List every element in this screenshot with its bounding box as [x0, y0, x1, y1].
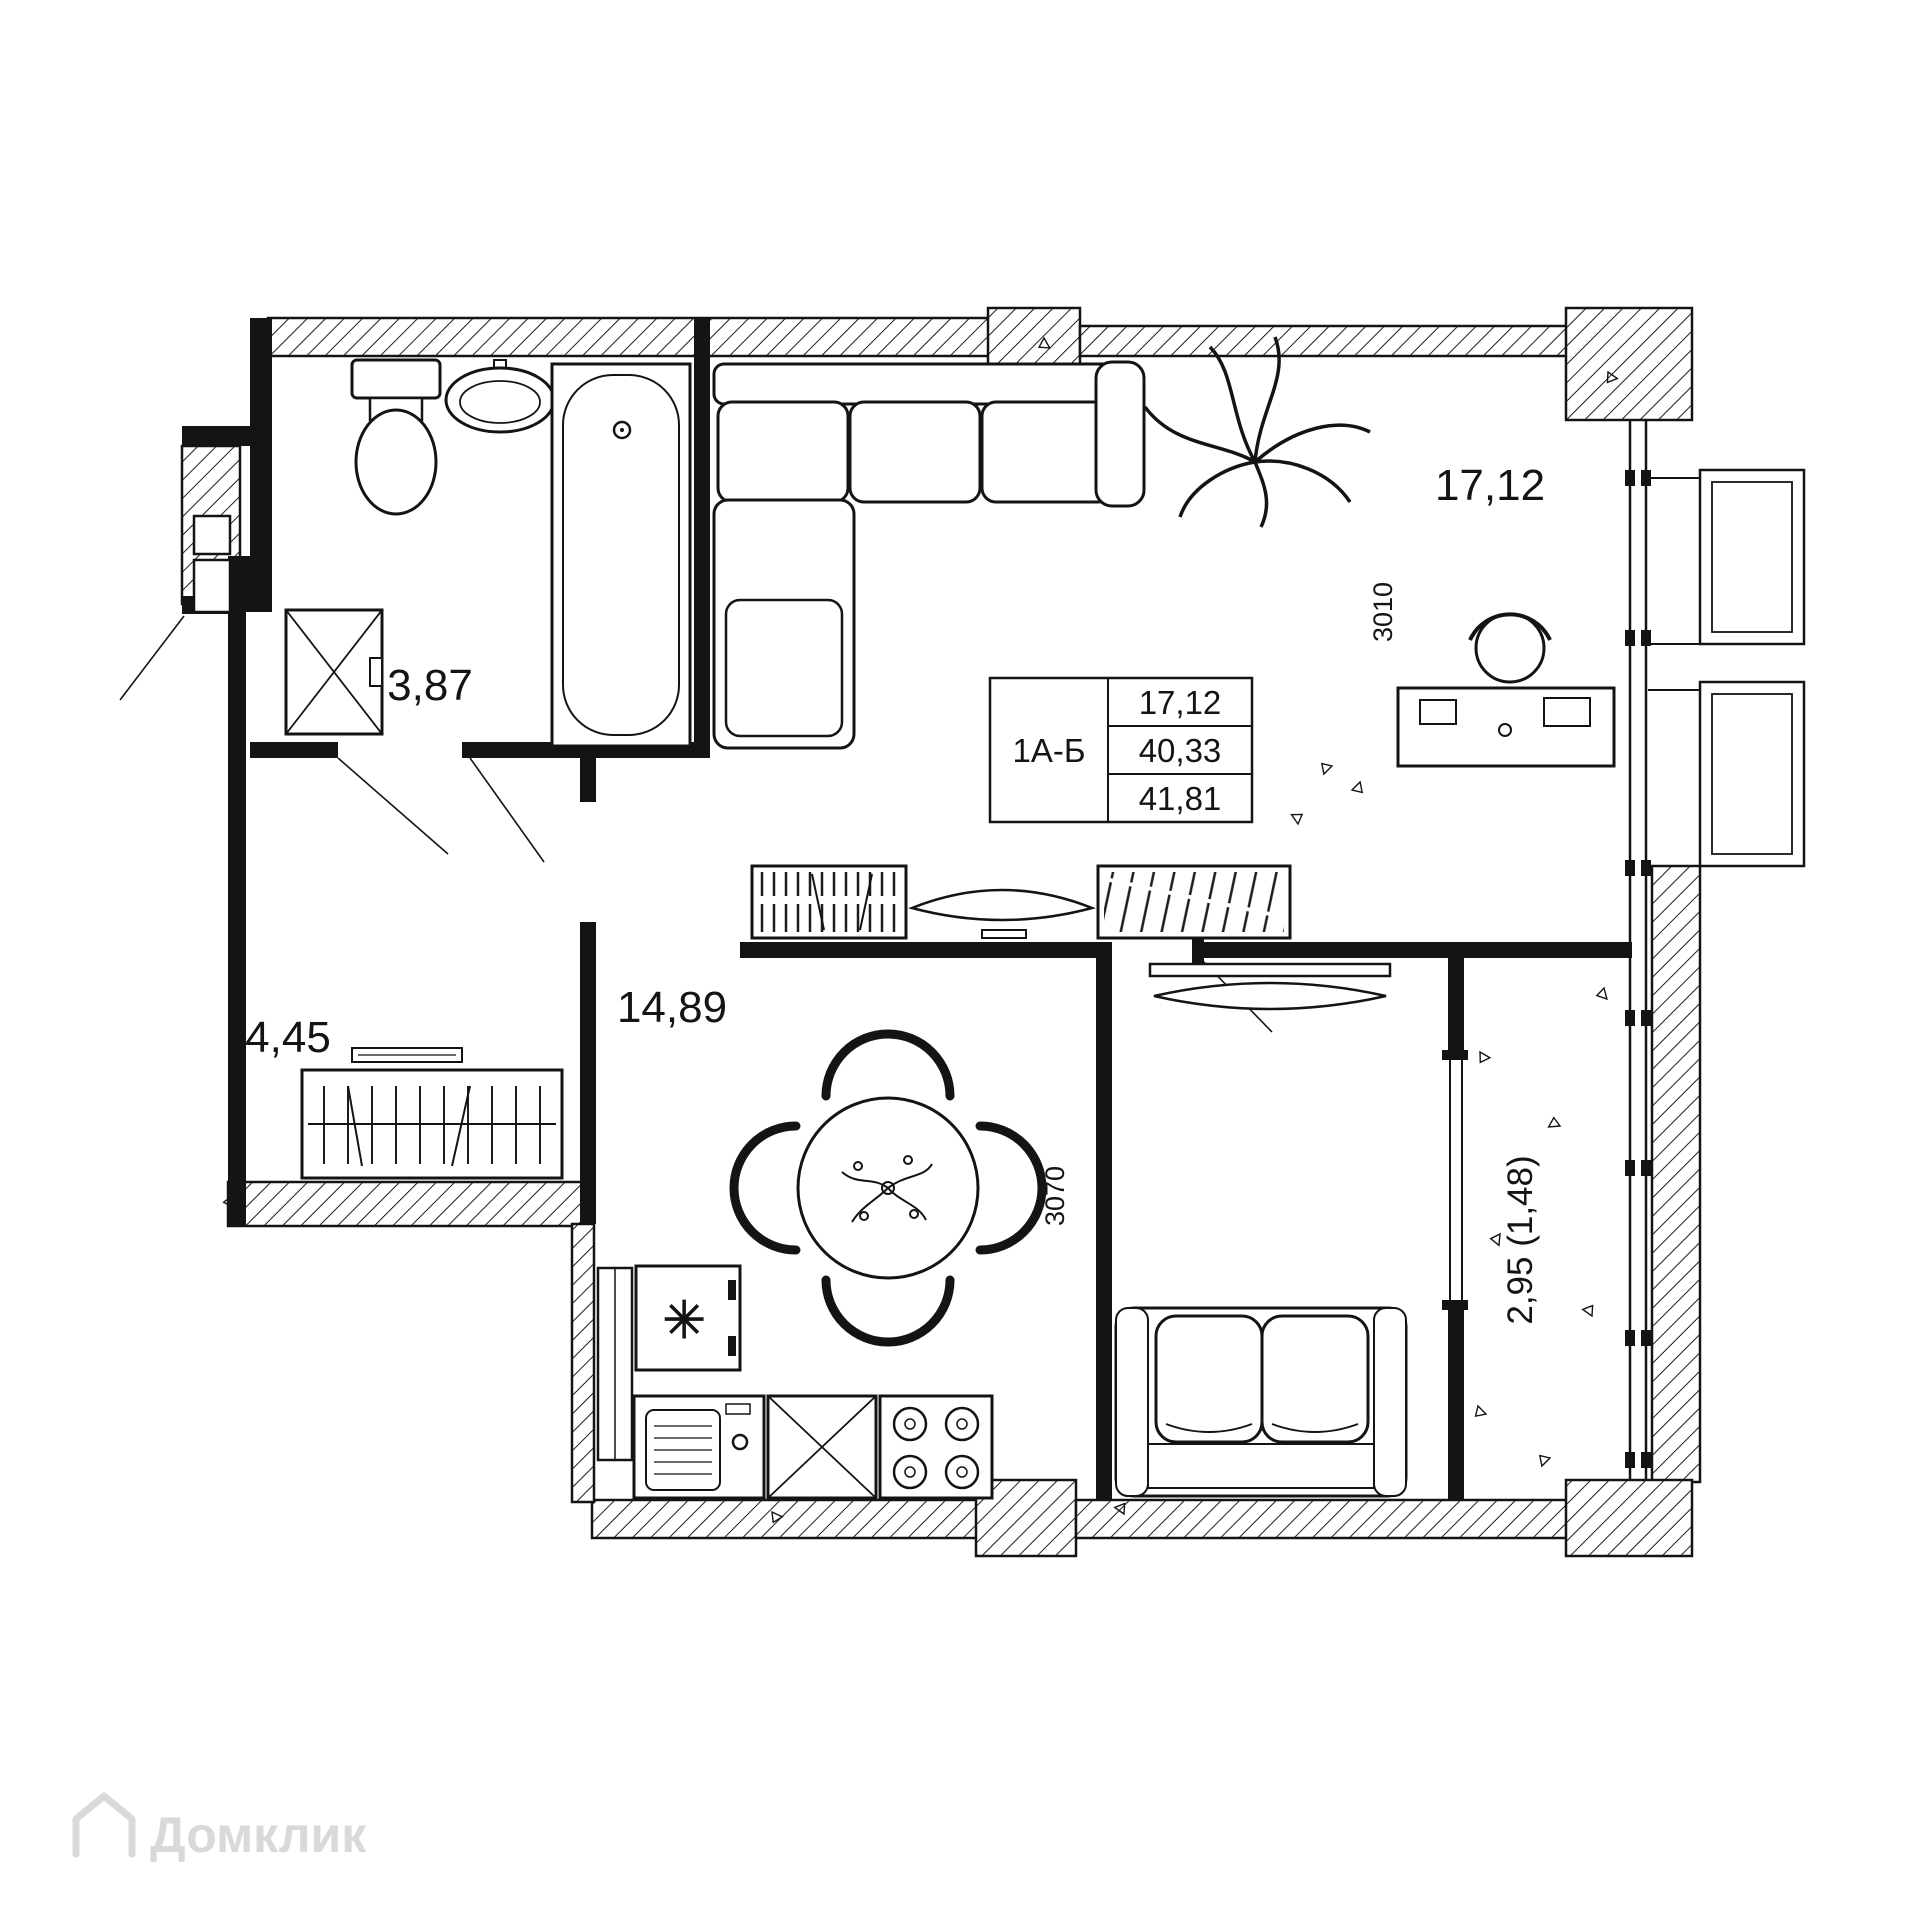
hall-door-swing	[469, 757, 545, 863]
kitchen-counter-unit	[766, 1394, 878, 1500]
toilet	[350, 358, 442, 516]
bookshelf	[750, 864, 908, 940]
brand-house-icon	[72, 1792, 136, 1858]
watermark: Домклик	[72, 1792, 367, 1863]
texture-speckles	[222, 336, 1619, 1524]
slatted-unit	[1096, 864, 1292, 940]
nook	[1114, 962, 1408, 1498]
living-room	[712, 336, 1616, 940]
unit-info-table: 1А-Б 17,12 40,33 41,81	[988, 676, 1254, 824]
nook-window	[1442, 1050, 1468, 1310]
wall-hall-right-b	[580, 922, 596, 1224]
wall-hall-right-a	[580, 742, 596, 802]
room-labels: 17,12 3,87 4,45 14,89 2,95 (1,48) 3010 3…	[245, 461, 1545, 1325]
brand-name: Домклик	[150, 1807, 367, 1863]
dim-living-width: 3010	[1368, 582, 1398, 642]
plant	[1143, 336, 1371, 528]
label-living-area: 17,12	[1435, 461, 1545, 510]
fridge: ✳	[634, 1264, 742, 1372]
kitchen-sink-unit	[632, 1394, 766, 1500]
desk-chair	[1468, 612, 1552, 684]
wall-top-right	[1078, 324, 1572, 358]
interior-walls	[182, 318, 1632, 1500]
hallway	[300, 1047, 564, 1180]
door-jamb	[1192, 936, 1204, 964]
tv-console	[908, 888, 1096, 939]
wall-bath-bottom-a	[250, 742, 338, 758]
label-balcony-area: 2,95 (1,48)	[1501, 1155, 1540, 1324]
area-row-total: 41,81	[1139, 780, 1222, 817]
area-row-living: 17,12	[1139, 684, 1222, 721]
wall-right-lower	[1650, 864, 1702, 1484]
unit-label: 1А-Б	[1012, 732, 1085, 769]
wall-corner-top-right	[1564, 306, 1694, 422]
tall-cabinet	[596, 1266, 634, 1462]
nook-tv	[1148, 962, 1392, 1011]
bathroom-door-swing	[337, 757, 449, 855]
wall-niche-top	[182, 426, 270, 446]
wardrobe	[300, 1068, 564, 1180]
fridge-symbol: ✳	[662, 1291, 706, 1351]
wall-top-left	[266, 316, 994, 358]
open-window-casements	[1698, 468, 1806, 868]
washing-machine	[284, 608, 384, 736]
dining-chairs	[729, 1029, 1047, 1347]
wall-kitchen-left	[570, 1222, 596, 1504]
label-bathroom-area: 3,87	[387, 661, 473, 710]
stove	[878, 1394, 994, 1500]
glazing-mullions	[1625, 470, 1651, 1468]
bathroom-sink	[444, 359, 556, 434]
entrance-door-swing	[119, 615, 185, 701]
label-kitchen-area: 14,89	[617, 983, 727, 1032]
dim-kitchen-width: 3070	[1040, 1166, 1070, 1226]
wall-nook-balcony-a	[1448, 958, 1464, 1058]
wall-kitchen-nook	[1096, 958, 1112, 1500]
label-hall-area: 4,45	[245, 1013, 331, 1062]
wall-bottom-right	[1074, 1498, 1572, 1540]
wall-nook-balcony-b	[1448, 1302, 1464, 1500]
table-centerpiece	[841, 1155, 933, 1223]
kitchen: ✳	[596, 1029, 1047, 1500]
wall-bath-right	[694, 318, 710, 756]
wall-corner-bottom-right	[1564, 1478, 1694, 1558]
wall-kitchen-top	[740, 942, 1112, 958]
wall-balcony-top	[1202, 942, 1632, 958]
hall-shelf	[351, 1047, 463, 1063]
area-row-no-balcony: 40,33	[1139, 732, 1222, 769]
bathroom	[192, 358, 692, 748]
dining-table	[729, 1029, 1047, 1347]
corner-sofa	[712, 360, 1146, 750]
utility-risers	[192, 514, 232, 614]
wall-bottom-left	[590, 1498, 986, 1540]
loveseat	[1114, 1306, 1408, 1498]
wall-hall-left	[228, 600, 246, 1226]
wall-hall-bottom	[226, 1180, 592, 1228]
glazing	[1442, 420, 1806, 1480]
desk	[1396, 686, 1616, 768]
bathtub	[550, 362, 692, 748]
